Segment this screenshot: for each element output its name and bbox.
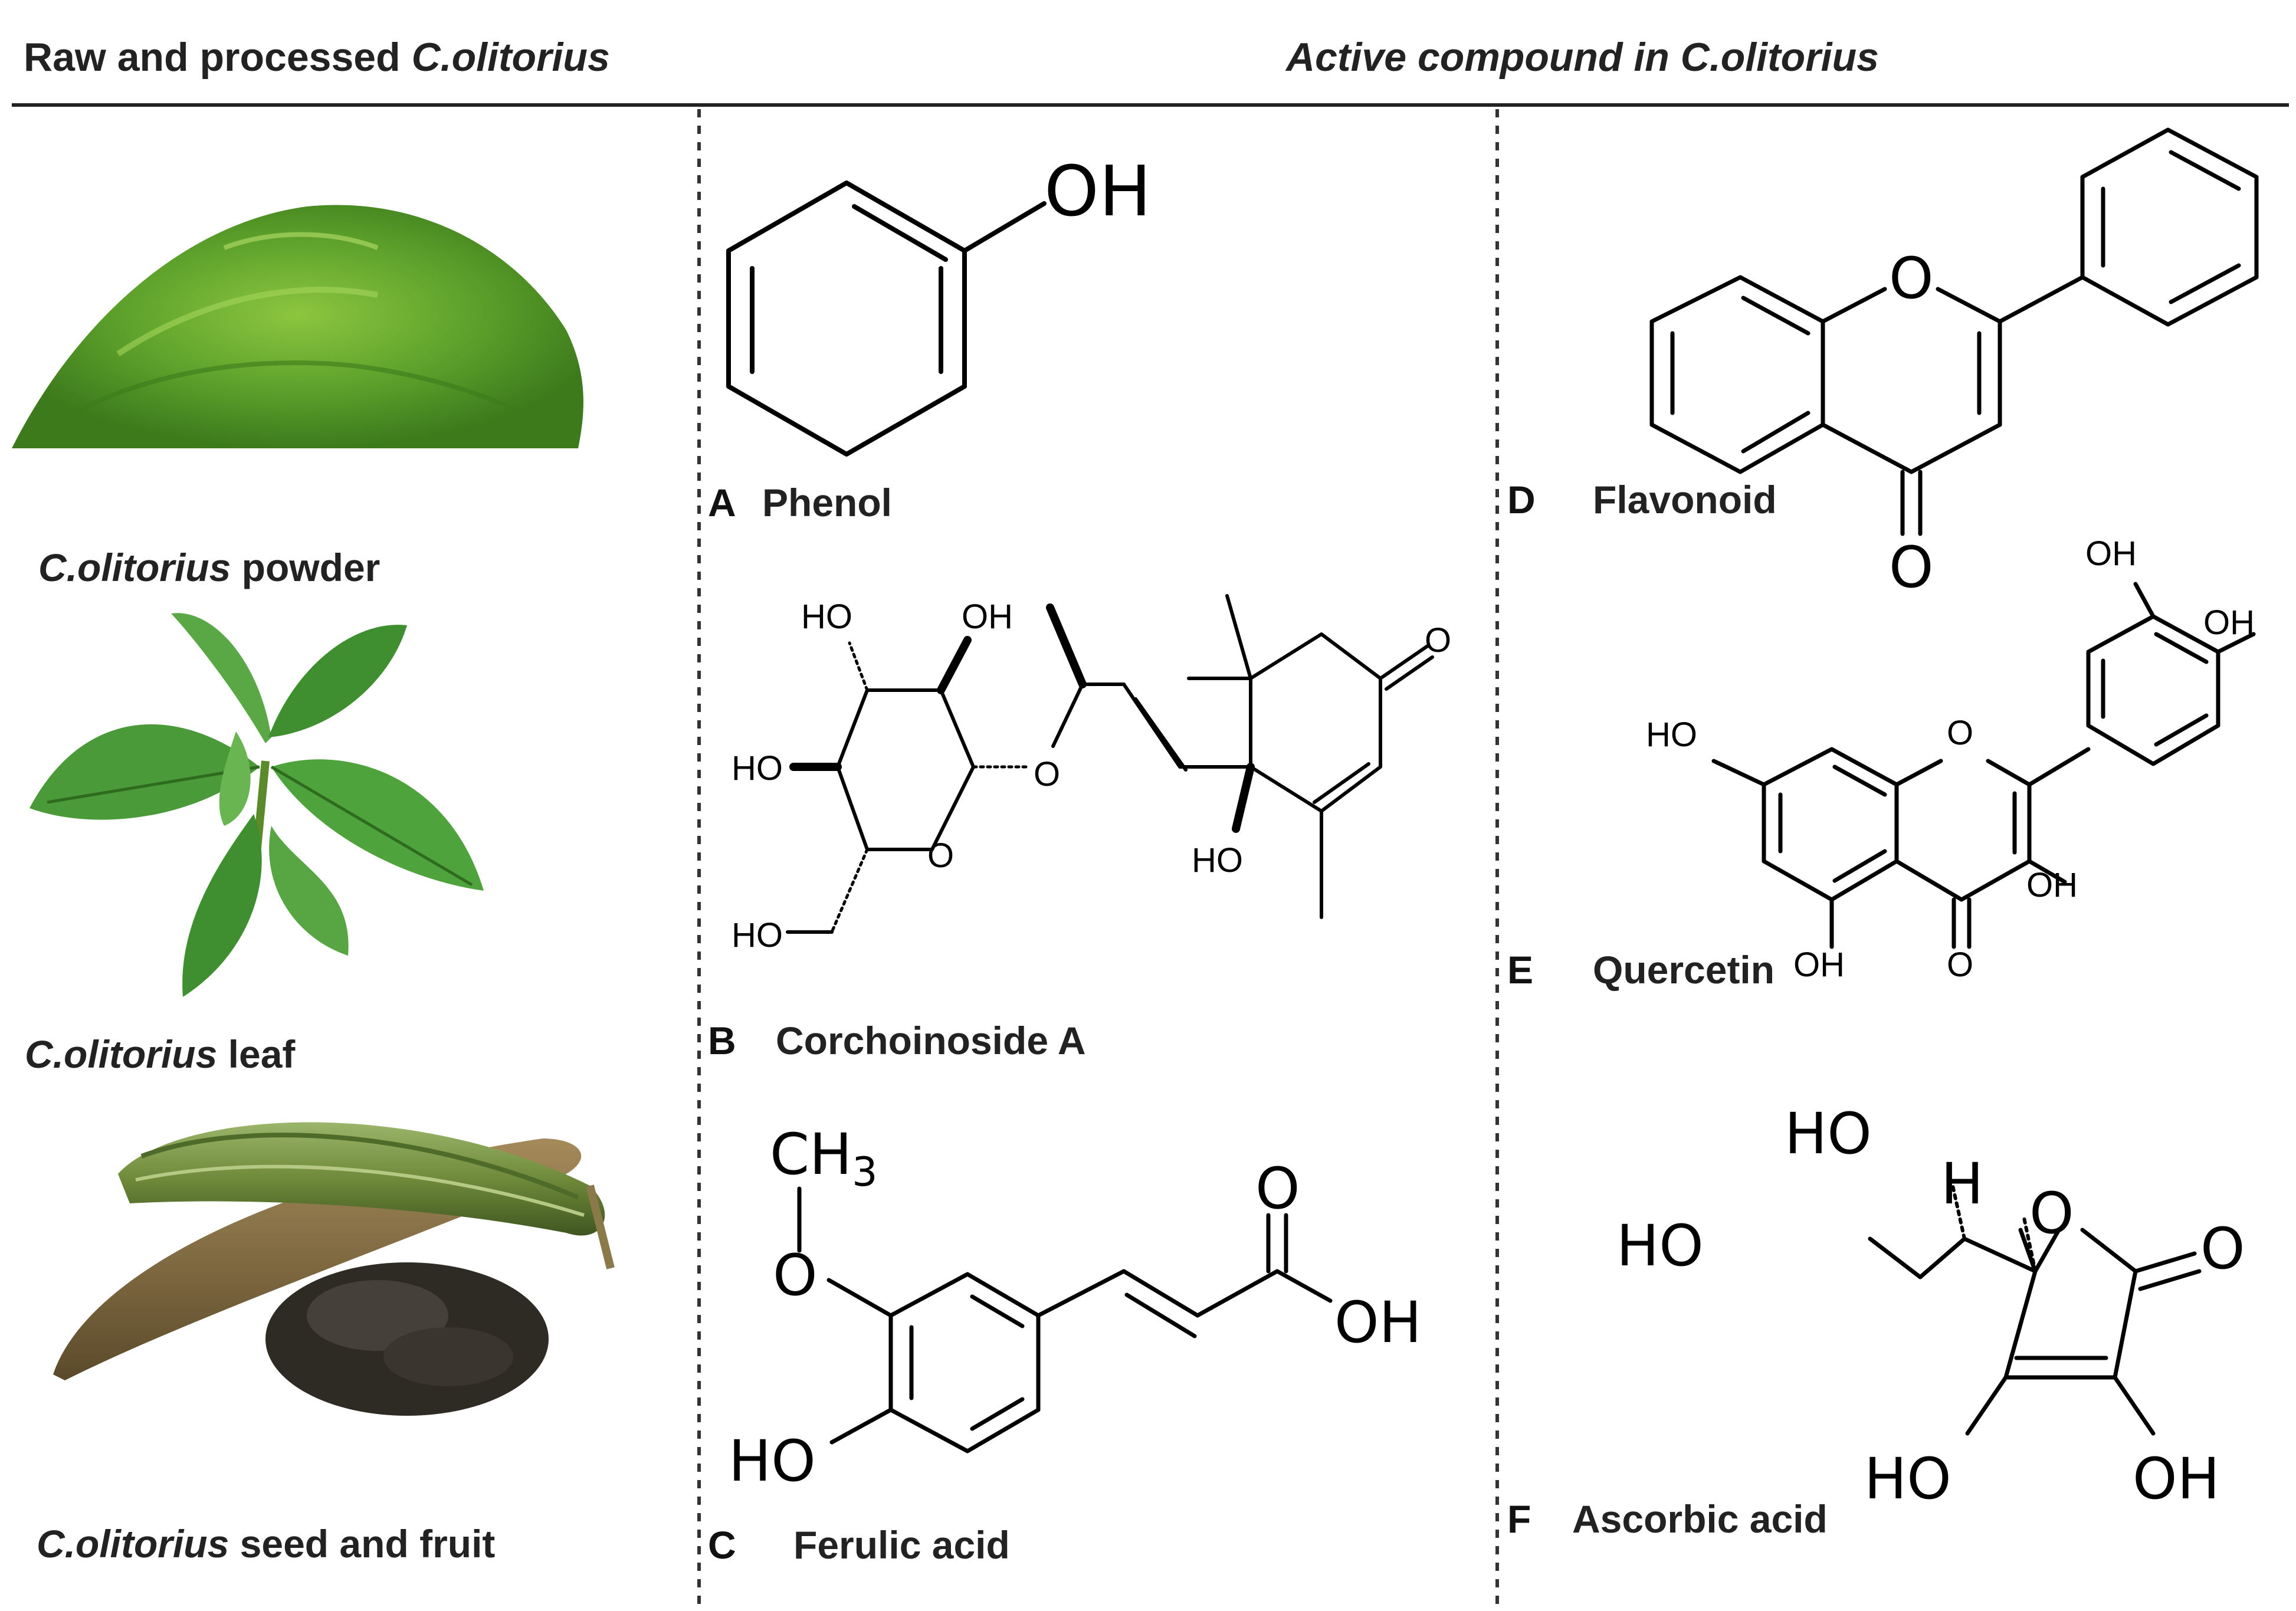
structure-corchoinoside-a: HO OH HO O O HO O HO: [732, 594, 1451, 954]
compound-letter-c: C: [708, 1523, 736, 1567]
material-label-leaf: C.olitorius leaf: [25, 1032, 296, 1076]
atom-ch3: CH3: [770, 1121, 877, 1196]
atom-o-ether: O: [773, 1242, 818, 1308]
atom-oh: OH: [1044, 150, 1152, 232]
compound-name-ascorbic-acid: Ascorbic acid: [1572, 1497, 1828, 1541]
atom-ho-2: HO: [732, 749, 783, 788]
atom-o-carbonyl: O: [1255, 1156, 1300, 1222]
atom-ho-bottom: HO: [1864, 1446, 1951, 1512]
leaf-plant-image: [29, 613, 484, 997]
atom-o-ring: O: [927, 836, 954, 875]
atom-o-keto: O: [1425, 621, 1451, 660]
compound-name-corchoinoside-a: Corchoinoside A: [776, 1019, 1086, 1062]
material-label-powder: C.olitorius powder: [38, 546, 380, 589]
atom-o-keto: O: [1947, 946, 1973, 984]
structure-ascorbic-acid: HO HO H O O HO OH: [1616, 1101, 2245, 1512]
pods-and-seeds-image: [53, 1122, 615, 1416]
atom-oh-3: OH: [2026, 866, 2078, 904]
atom-o-ring: O: [1947, 714, 1973, 752]
compound-name-phenol: Phenol: [762, 481, 892, 524]
compound-name-quercetin: Quercetin: [1593, 948, 1775, 992]
atom-o-link: O: [1034, 755, 1060, 793]
compound-letter-a: A: [708, 481, 736, 524]
atom-ho: HO: [729, 1428, 816, 1494]
right-header-title: Active compound in C.olitorius: [1285, 35, 1879, 80]
compound-name-ferulic-acid: Ferulic acid: [793, 1523, 1010, 1567]
structure-quercetin: OH OH HO O OH OH O: [1646, 534, 2256, 984]
atom-oh: OH: [1334, 1290, 1422, 1356]
structure-ferulic-acid: CH3 O O OH HO: [729, 1121, 1422, 1494]
atom-o-ring: O: [2029, 1180, 2074, 1246]
atom-o-carbonyl: O: [2200, 1216, 2245, 1282]
structure-flavonoid: O O: [1649, 127, 2259, 601]
compound-name-flavonoid: Flavonoid: [1593, 478, 1777, 521]
compound-letter-e: E: [1507, 948, 1533, 992]
left-header-title: Raw and processed C.olitorius: [24, 35, 610, 80]
atom-ho-4: HO: [1192, 841, 1243, 880]
atom-oh-right: OH: [2203, 603, 2255, 642]
atom-ho-3: HO: [732, 916, 783, 954]
atom-h: H: [1941, 1151, 1983, 1217]
compound-letter-f: F: [1507, 1497, 1531, 1541]
atom-ho-left: HO: [1646, 716, 1697, 754]
atom-oh-bottom: OH: [2133, 1446, 2220, 1512]
atom-ho-top: HO: [1785, 1101, 1872, 1167]
atom-oh-1: OH: [962, 598, 1013, 636]
atom-o-ring: O: [1889, 245, 1934, 311]
structure-phenol: OH: [726, 150, 1152, 457]
material-label-seed-fruit: C.olitorius seed and fruit: [37, 1522, 495, 1566]
atom-ho-left: HO: [1616, 1213, 1704, 1279]
green-powder-image: [12, 205, 583, 448]
atom-o-keto: O: [1889, 534, 1934, 601]
compound-letter-b: B: [708, 1019, 736, 1062]
compound-letter-d: D: [1507, 478, 1536, 521]
atom-oh-top: OH: [2085, 534, 2137, 573]
atom-oh-5: OH: [1793, 946, 1845, 984]
atom-ho-1: HO: [801, 598, 852, 636]
